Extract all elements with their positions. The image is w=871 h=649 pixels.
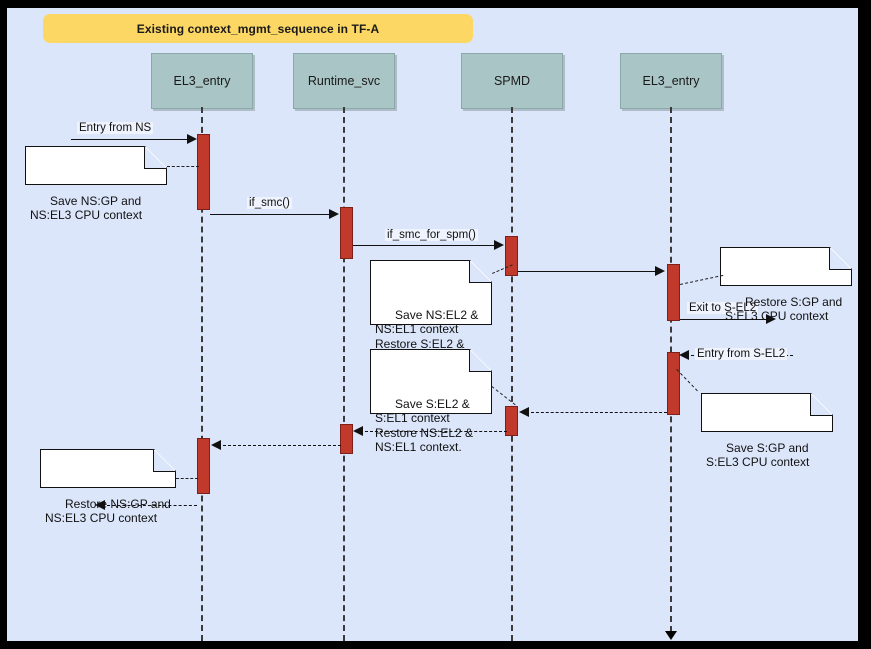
lifeline-line-el3-entry-left <box>201 107 203 641</box>
note-restore-s-gp[interactable]: Restore S:GP and S:EL3 CPU context <box>720 247 852 323</box>
message-label-entry-from-ns: Entry from NS <box>77 122 154 134</box>
message-arrowhead-spmd-to-runtime-svc <box>353 426 363 436</box>
message-line-spmd-to-runtime-svc[interactable] <box>365 431 507 432</box>
message-label-exit-to-s-el2: Exit to S-EL2 <box>687 302 759 314</box>
lifeline-head-el3-entry-left[interactable]: EL3_entry <box>151 53 253 109</box>
message-arrowhead-if-smc <box>329 209 339 219</box>
activation-bar-el3-entry-left-1 <box>197 134 210 210</box>
note-save-s-gp[interactable]: Save S:GP and S:EL3 CPU context <box>701 393 833 469</box>
message-arrowhead-if-smc-for-spm <box>494 240 504 250</box>
activation-bar-el3-entry-right-1 <box>667 264 680 321</box>
message-label-if-smc: if_smc() <box>247 197 292 209</box>
lifeline-head-runtime-svc[interactable]: Runtime_svc <box>293 53 395 109</box>
message-arrowhead-entry-from-ns <box>187 134 197 144</box>
message-arrowhead-runtime-svc-to-el3-entry-left <box>211 440 221 450</box>
lifeline-label-el3-entry-left: EL3_entry <box>173 74 231 88</box>
lifeline-label-runtime-svc: Runtime_svc <box>307 74 381 88</box>
diagram-title: Existing context_mgmt_sequence in TF-A <box>136 21 380 36</box>
activation-bar-el3-entry-left-2 <box>197 438 210 494</box>
note-text-restore-s-gp: Restore S:GP and S:EL3 CPU context <box>725 294 843 324</box>
note-save-ns-el2[interactable]: Save NS:EL2 & NS:EL1 context Restore S:E… <box>370 260 492 365</box>
lifeline-end-arrow-el3-entry-right <box>665 631 677 640</box>
note-connector-3 <box>680 274 724 285</box>
message-label-if-smc-for-spm: if_smc_for_spm() <box>385 229 478 241</box>
message-arrowhead-spmd-to-el3-entry-right <box>655 266 665 276</box>
note-restore-ns-gp[interactable]: Restore NS:GP and NS:EL3 CPU context <box>40 449 176 525</box>
lifeline-head-el3-entry-right[interactable]: EL3_entry <box>620 53 722 109</box>
message-arrowhead-el3-entry-left-exit <box>95 500 105 510</box>
note-text-restore-ns-gp: Restore NS:GP and NS:EL3 CPU context <box>45 496 171 526</box>
activation-bar-runtime-svc-2 <box>340 424 353 454</box>
activation-bar-spmd-1 <box>505 236 518 276</box>
message-line-exit-to-s-el2[interactable] <box>680 319 768 320</box>
message-line-runtime-svc-to-el3-entry-left[interactable] <box>223 445 341 446</box>
note-connector-1 <box>167 166 199 167</box>
lifeline-head-spmd[interactable]: SPMD <box>461 53 563 109</box>
message-line-el3-entry-right-to-spmd[interactable] <box>531 412 667 413</box>
message-label-entry-from-s-el2: Entry from S-EL2 <box>695 348 788 360</box>
lifeline-label-spmd: SPMD <box>493 74 531 88</box>
note-save-ns-gp[interactable]: Save NS:GP and NS:EL3 CPU context <box>25 146 167 222</box>
note-connector-6 <box>176 478 198 479</box>
message-arrowhead-el3-entry-right-to-spmd <box>519 407 529 417</box>
message-arrowhead-exit-to-s-el2 <box>766 314 776 324</box>
diagram-title-banner: Existing context_mgmt_sequence in TF-A <box>43 14 473 43</box>
note-save-s-el2[interactable]: Save S:EL2 & S:EL1 context Restore NS:EL… <box>370 349 492 454</box>
message-line-if-smc[interactable] <box>210 214 330 215</box>
note-text-save-s-gp: Save S:GP and S:EL3 CPU context <box>706 440 810 470</box>
note-text-save-s-el2: Save S:EL2 & S:EL1 context Restore NS:EL… <box>375 396 474 455</box>
message-line-spmd-to-el3-entry-right[interactable] <box>518 271 656 272</box>
message-line-if-smc-for-spm[interactable] <box>353 245 495 246</box>
message-arrowhead-entry-from-s-el2 <box>679 350 689 360</box>
message-line-el3-entry-left-exit[interactable] <box>107 505 197 506</box>
activation-bar-runtime-svc-1 <box>340 207 353 259</box>
lifeline-label-el3-entry-right: EL3_entry <box>642 74 700 88</box>
lifeline-line-runtime-svc <box>343 107 345 641</box>
message-line-entry-from-ns[interactable] <box>71 139 189 140</box>
note-text-save-ns-gp: Save NS:GP and NS:EL3 CPU context <box>30 193 143 223</box>
diagram-canvas: Existing context_mgmt_sequence in TF-A E… <box>7 8 858 641</box>
activation-bar-spmd-2 <box>505 406 518 436</box>
activation-bar-el3-entry-right-2 <box>667 352 680 415</box>
lifeline-line-spmd <box>511 107 513 641</box>
